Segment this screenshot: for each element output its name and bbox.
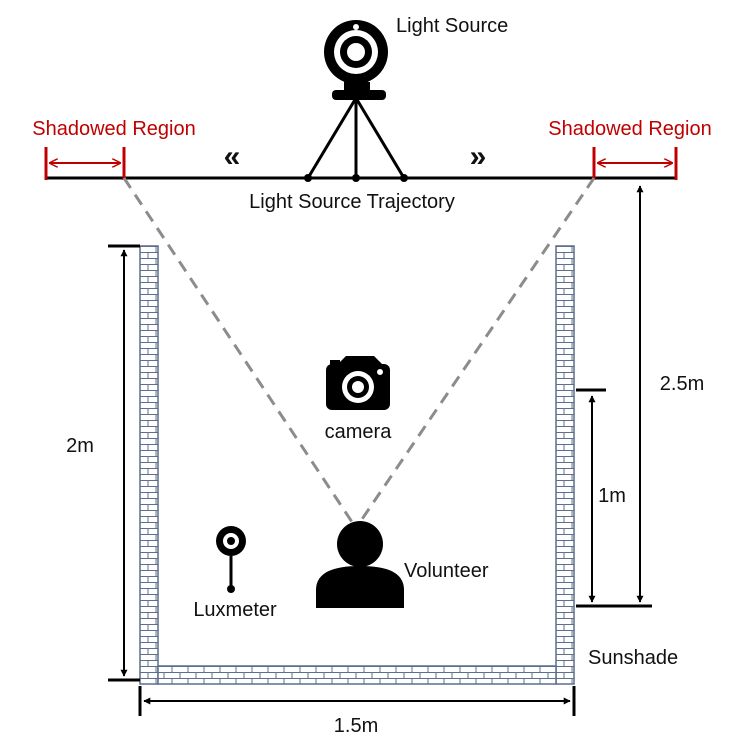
light-source-label: Light Source <box>396 15 508 37</box>
light-cone-right <box>354 177 596 529</box>
wall-height-label: 2m <box>66 435 94 457</box>
camera-label: camera <box>325 421 393 443</box>
trajectory-label: Light Source Trajectory <box>249 191 455 213</box>
shadow-right-arrow <box>592 147 678 180</box>
move-left-chevrons: « <box>224 140 241 173</box>
webcam-icon <box>324 20 388 100</box>
left-brick-wall <box>139 245 159 685</box>
sunshade-label: Sunshade <box>588 647 678 669</box>
person-icon <box>316 521 404 608</box>
right-brick-wall <box>555 245 575 685</box>
floor-brick <box>157 665 557 685</box>
move-right-chevrons: » <box>470 140 487 173</box>
room-width-label: 1.5m <box>334 715 378 737</box>
dimension-1-5m <box>138 686 576 716</box>
volunteer-height-label: 1m <box>598 485 626 507</box>
shadow-left-label: Shadowed Region <box>32 118 195 140</box>
dimension-2m <box>108 244 140 682</box>
shadow-right-label: Shadowed Region <box>548 118 711 140</box>
luxmeter-label: Luxmeter <box>193 599 277 621</box>
tripod-icon <box>306 97 406 179</box>
luxmeter-icon <box>216 526 246 593</box>
volunteer-label: Volunteer <box>404 560 489 582</box>
trajectory-height-label: 2.5m <box>660 373 704 395</box>
shadow-left-arrow <box>44 147 126 180</box>
camera-icon <box>326 356 390 410</box>
light-cone-left <box>122 177 358 529</box>
dimension-1m <box>576 388 652 608</box>
